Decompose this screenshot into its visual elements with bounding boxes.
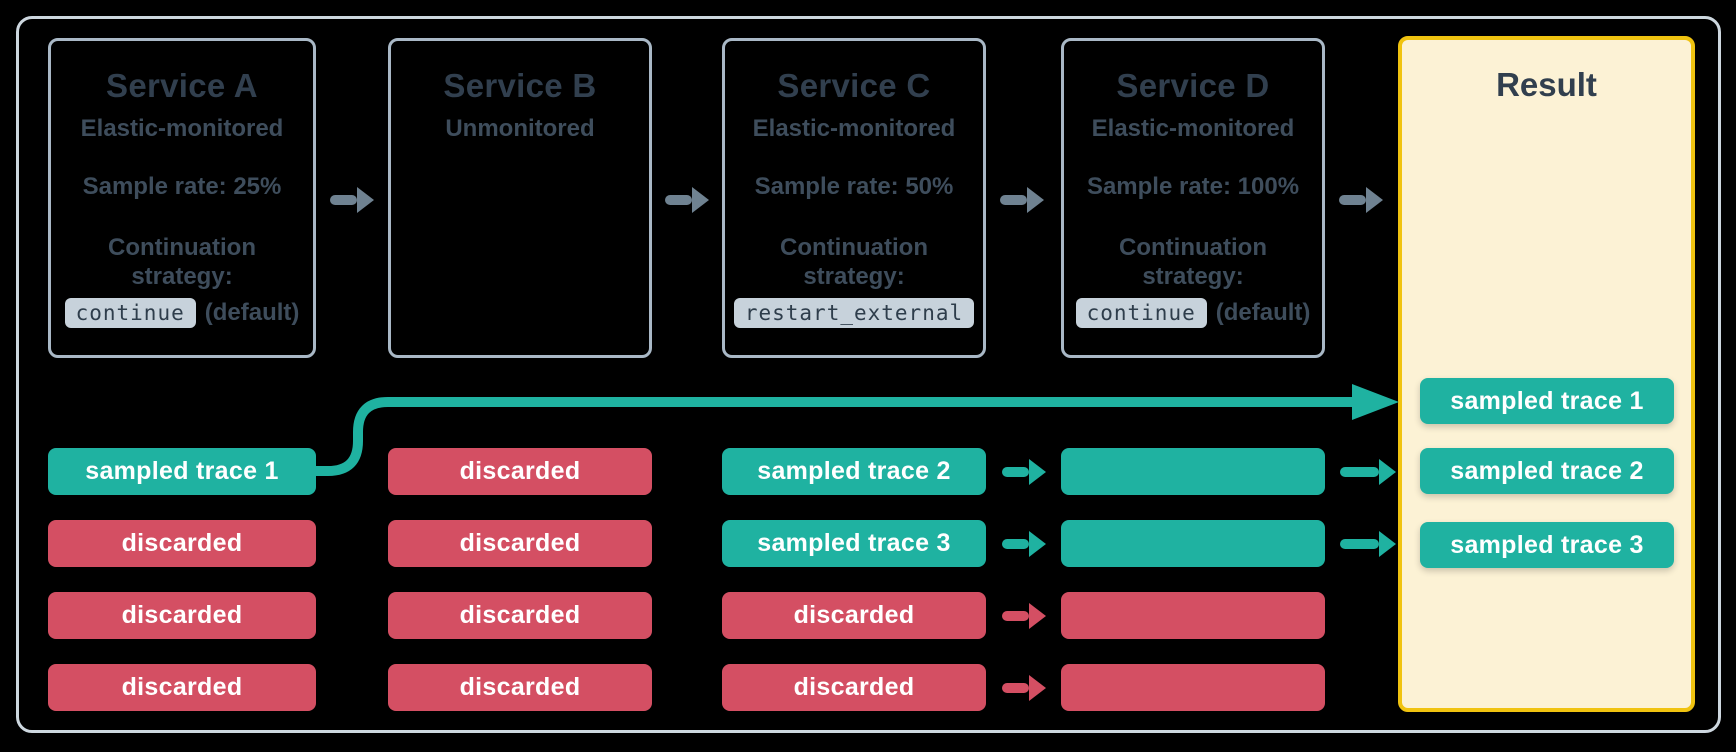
- service-b-title: Service B: [443, 67, 597, 104]
- arrow-head-icon: [1029, 603, 1046, 629]
- arrow-service-c-to-d: [1000, 187, 1044, 213]
- service-a-strategy-default: (default): [204, 298, 300, 326]
- arrow-head-icon: [1379, 531, 1396, 557]
- result-trace-1: sampled trace 1: [1420, 378, 1674, 424]
- service-c-continuation-label: Continuation strategy:: [780, 234, 928, 291]
- arrow-service-d-to-result: [1339, 187, 1383, 213]
- arrow-head-icon: [1029, 531, 1046, 557]
- arrow-head-icon: [1027, 187, 1044, 213]
- service-a-monitoring: Elastic-monitored: [80, 115, 284, 142]
- trace-a-row2: discarded: [48, 520, 316, 567]
- service-d-monitoring: Elastic-monitored: [1091, 115, 1295, 142]
- trace-d-row4: [1061, 664, 1325, 711]
- service-c-box: Service C Elastic-monitored Sample rate:…: [722, 38, 986, 358]
- service-c-strategy: restart_external: [725, 297, 983, 328]
- arrow-head-icon: [1366, 187, 1383, 213]
- service-d-strategy-default: (default): [1215, 298, 1311, 326]
- arrow-head-icon: [692, 187, 709, 213]
- arrow-c-to-d-row3: [1002, 603, 1046, 629]
- trace-b-row1: discarded: [388, 448, 652, 495]
- service-a-box: Service A Elastic-monitored Sample rate:…: [48, 38, 316, 358]
- trace-a-row3: discarded: [48, 592, 316, 639]
- trace-a-row1: sampled trace 1: [48, 448, 316, 495]
- arrow-c-to-d-row1: [1002, 459, 1046, 485]
- service-a-title: Service A: [106, 67, 258, 104]
- result-trace-3: sampled trace 3: [1420, 522, 1674, 568]
- service-b-monitoring: Unmonitored: [445, 115, 595, 142]
- trace-b-row3: discarded: [388, 592, 652, 639]
- diagram-frame: [16, 16, 1721, 733]
- trace-b-row4: discarded: [388, 664, 652, 711]
- trace-b-row2: discarded: [388, 520, 652, 567]
- arrow-head-icon: [1029, 459, 1046, 485]
- result-title: Result: [1496, 66, 1597, 103]
- service-d-continuation-label: Continuation strategy:: [1119, 234, 1267, 291]
- arrow-service-b-to-c: [665, 187, 709, 213]
- trace-d-row3: [1061, 592, 1325, 639]
- arrow-service-a-to-b: [330, 187, 374, 213]
- service-d-box: Service D Elastic-monitored Sample rate:…: [1061, 38, 1325, 358]
- service-d-title: Service D: [1116, 67, 1270, 104]
- service-d-strategy-chip: continue: [1075, 297, 1207, 328]
- service-a-strategy: continue (default): [51, 297, 313, 328]
- service-d-sample-rate: Sample rate: 100%: [1086, 173, 1300, 200]
- trace-c-row2: sampled trace 3: [722, 520, 986, 567]
- trace-d-row1: [1061, 448, 1325, 495]
- arrow-head-icon: [357, 187, 374, 213]
- arrow-head-icon: [1029, 675, 1046, 701]
- service-b-box: Service B Unmonitored: [388, 38, 652, 358]
- arrow-d-to-result-row1: [1340, 459, 1396, 485]
- trace-d-row2: [1061, 520, 1325, 567]
- arrow-c-to-d-row4: [1002, 675, 1046, 701]
- trace-c-row1: sampled trace 2: [722, 448, 986, 495]
- arrow-c-to-d-row2: [1002, 531, 1046, 557]
- arrow-d-to-result-row2: [1340, 531, 1396, 557]
- result-trace-2: sampled trace 2: [1420, 448, 1674, 494]
- service-a-sample-rate: Sample rate: 25%: [82, 173, 282, 200]
- service-d-strategy: continue (default): [1064, 297, 1322, 328]
- service-c-title: Service C: [777, 67, 931, 104]
- service-c-strategy-chip: restart_external: [733, 297, 975, 328]
- result-box: Result: [1398, 36, 1695, 712]
- service-c-monitoring: Elastic-monitored: [752, 115, 956, 142]
- trace-a-row4: discarded: [48, 664, 316, 711]
- service-a-strategy-chip: continue: [64, 297, 196, 328]
- service-c-sample-rate: Sample rate: 50%: [754, 173, 954, 200]
- service-a-continuation-label: Continuation strategy:: [108, 234, 256, 291]
- trace-c-row3: discarded: [722, 592, 986, 639]
- trace-c-row4: discarded: [722, 664, 986, 711]
- arrow-head-icon: [1379, 459, 1396, 485]
